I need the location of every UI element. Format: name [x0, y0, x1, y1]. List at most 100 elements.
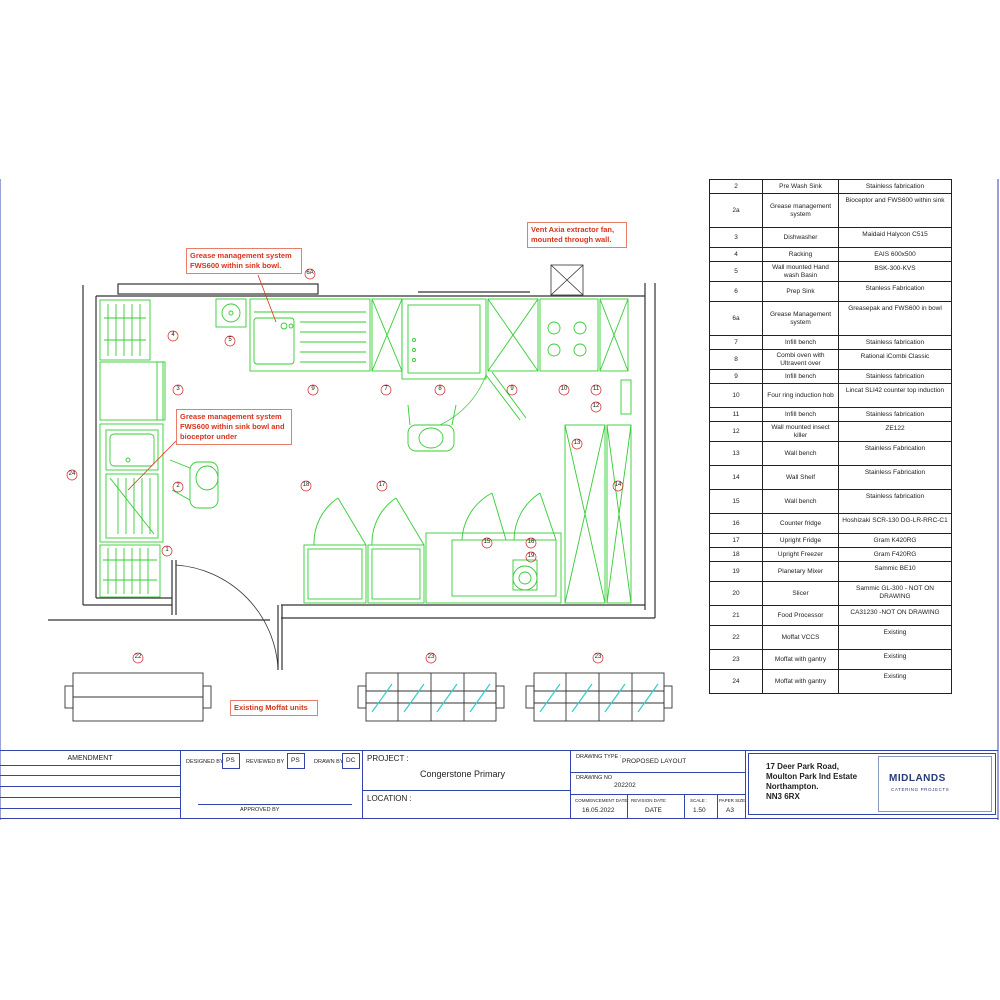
drawing-no-value: 202202 — [614, 782, 636, 789]
schedule-num: 22 — [709, 625, 763, 650]
item-label-8: 8 — [438, 386, 442, 392]
schedule-num: 4 — [709, 247, 763, 262]
title-block: AMENDMENT DESIGNED BY PS REVIEWED BY PS … — [0, 750, 1000, 819]
schedule-name: Moffat with gantry — [762, 669, 839, 694]
schedule-num: 2 — [709, 179, 763, 194]
item-label-12: 12 — [592, 403, 600, 409]
schedule-name: Moffat VCCS — [762, 625, 839, 650]
item-label-23a: 23 — [427, 654, 435, 660]
schedule-model: Hoshizaki SCR-130 DG-LR-RRC-C1 — [838, 513, 952, 534]
schedule-model: Stainless Fabrication — [838, 441, 952, 466]
company-logo — [878, 756, 992, 812]
item-label-4: 4 — [171, 332, 175, 338]
schedule-name: Food Processor — [762, 605, 839, 626]
drawing-type-value: PROPOSED LAYOUT — [622, 758, 687, 765]
schedule-name: Grease Management system — [762, 301, 839, 336]
schedule-name: Racking — [762, 247, 839, 262]
schedule-name: Wall Shelf — [762, 465, 839, 490]
schedule-name: Upright Freezer — [762, 547, 839, 562]
schedule-model: Rational iCombi Classic — [838, 349, 952, 370]
item-label-24: 24 — [68, 471, 76, 477]
item-label-9b: 9 — [510, 386, 514, 392]
schedule-model: Stainless fabrication — [838, 179, 952, 194]
schedule-model: Greasepak and FWS600 in bowl — [838, 301, 952, 336]
logo-sub-text: CATERING PROJECTS — [891, 787, 950, 792]
extractor-fan — [550, 264, 584, 296]
item-label-17: 17 — [378, 482, 386, 488]
scale-value: 1.50 — [693, 807, 706, 814]
item-label-7: 7 — [384, 386, 388, 392]
designed-by-value: PS — [226, 757, 235, 764]
schedule-model: Lincat SLI42 counter top induction — [838, 383, 952, 408]
schedule-name: Counter fridge — [762, 513, 839, 534]
item-label-15: 15 — [483, 539, 491, 545]
project-name: Congerstone Primary — [420, 769, 506, 779]
callout-vent: Vent Axia extractor fan, mounted through… — [527, 222, 627, 248]
schedule-model: Stainless fabrication — [838, 369, 952, 384]
item-markers — [66, 268, 624, 664]
item-label-22: 22 — [134, 654, 142, 660]
revision-label: REVISION DATE: — [631, 798, 667, 803]
schedule-name: Pre Wash Sink — [762, 179, 839, 194]
schedule-name: Prep Sink — [762, 281, 839, 302]
item-label-2: 2 — [176, 483, 180, 489]
address-line-1: 17 Deer Park Road, — [766, 762, 839, 771]
address-line-2: Moulton Park Ind Estate — [766, 772, 858, 781]
schedule-model: BSK-300-KVS — [838, 261, 952, 282]
schedule-name: Four ring induction hob — [762, 383, 839, 408]
schedule-model: EAIS 600x500 — [838, 247, 952, 262]
schedule-model: CA31230 -NOT ON DRAWING — [838, 605, 952, 626]
callout-grease-top: Grease management system FWS600 within s… — [186, 248, 302, 274]
schedule-name: Combi oven with Ultravent over — [762, 349, 839, 370]
schedule-num: 3 — [709, 227, 763, 248]
schedule-num: 24 — [709, 669, 763, 694]
drawing-type-label: DRAWING TYPE : — [576, 754, 622, 760]
schedule-model: Sammic GL-300 - NOT ON DRAWING — [838, 581, 952, 606]
schedule-num: 5 — [709, 261, 763, 282]
schedule-model: Maidaid Halycon C515 — [838, 227, 952, 248]
equipment — [99, 298, 632, 604]
item-label-6a: 6A — [306, 270, 314, 276]
schedule-num: 6a — [709, 301, 763, 336]
commencement-label: COMMENCEMENT DATE: — [575, 798, 629, 803]
walls — [48, 283, 656, 670]
paper-size-value: A3 — [726, 807, 734, 814]
schedule-num: 14 — [709, 465, 763, 490]
project-label: PROJECT : — [367, 754, 409, 763]
schedule-name: Planetary Mixer — [762, 561, 839, 582]
schedule-num: 7 — [709, 335, 763, 350]
schedule-name: Wall mounted Hand wash Basin — [762, 261, 839, 282]
address-line-4: NN3 6RX — [766, 792, 800, 801]
address-line-3: Northampton. — [766, 782, 819, 791]
schedule-name: Wall bench — [762, 489, 839, 514]
schedule-num: 17 — [709, 533, 763, 548]
schedule-name: Wall bench — [762, 441, 839, 466]
schedule-num: 13 — [709, 441, 763, 466]
commencement-value: 16.05.2022 — [582, 807, 615, 814]
schedule-model: Existing — [838, 625, 952, 650]
schedule-num: 23 — [709, 649, 763, 670]
designed-by-label: DESIGNED BY — [186, 759, 224, 765]
schedule-model: ZE122 — [838, 421, 952, 442]
person-icons — [169, 404, 532, 585]
schedule-model: Stainless fabrication — [838, 489, 952, 514]
schedule-name: Wall mounted insect killer — [762, 421, 839, 442]
